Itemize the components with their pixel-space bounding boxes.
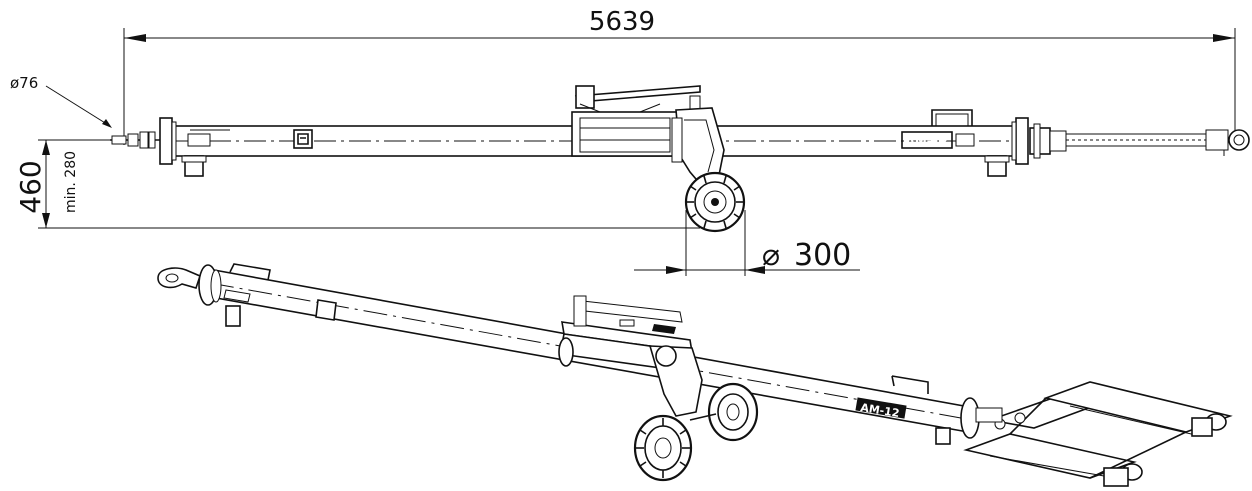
side-view: 5639 ø76 460 min. 280 ⌀ 300	[10, 7, 1250, 276]
model-plate-iso: AM-12	[859, 401, 900, 420]
iso-wheel-rear	[689, 382, 759, 442]
iso-tow-eye	[157, 267, 201, 289]
tube-diameter-callout: ø76	[10, 74, 112, 128]
height-value: 460	[14, 160, 47, 213]
length-value: 5639	[589, 7, 655, 37]
tow-head-right	[1029, 123, 1250, 159]
wheel	[684, 171, 746, 233]
iso-lift-mechanism	[558, 295, 703, 417]
lift-mechanism	[571, 85, 725, 187]
wheel-diameter-symbol: ⌀	[762, 238, 780, 273]
wheel-diameter-dimension: ⌀ 300	[634, 210, 860, 276]
tube-diameter-value: ø76	[10, 74, 38, 92]
isometric-view: AM-12	[157, 263, 1233, 487]
height-dimension: 460 min. 280	[14, 139, 700, 229]
model-plate-top: AM-12	[906, 134, 949, 148]
tow-pin-left	[110, 131, 160, 149]
length-dimension: 5639	[123, 7, 1236, 145]
wheel-diameter-value: 300	[794, 238, 851, 273]
height-min-value: min. 280	[63, 151, 79, 213]
iso-wheel-front	[633, 414, 693, 482]
iso-tow-frame	[963, 381, 1233, 487]
